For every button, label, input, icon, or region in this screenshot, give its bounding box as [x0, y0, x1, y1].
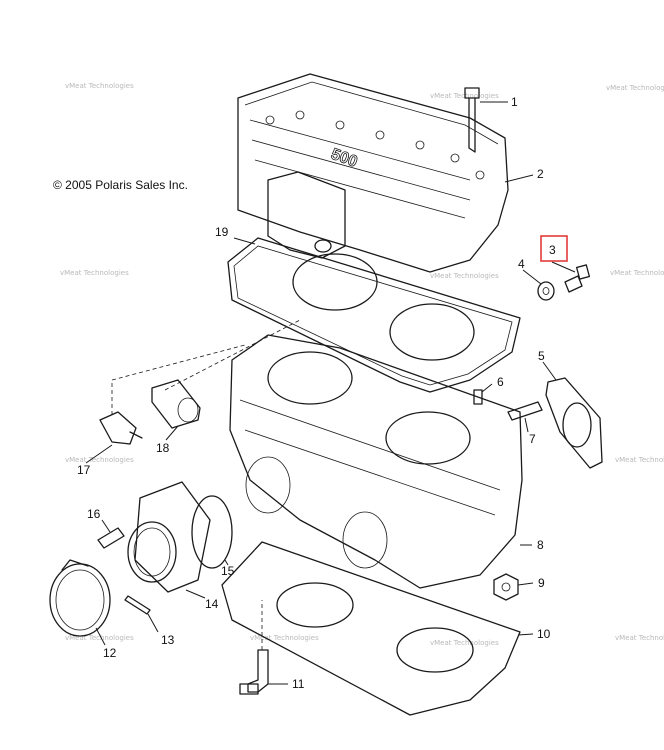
stud: [507, 401, 543, 421]
callout-18[interactable]: 18: [156, 441, 170, 455]
watermarks: vMeat Technologies vMeat Technologies vM…: [60, 82, 664, 647]
head-gasket: [227, 237, 521, 393]
watermark: vMeat Technologies: [615, 634, 664, 642]
callout-17[interactable]: 17: [77, 463, 91, 477]
callout-6[interactable]: 6: [497, 375, 504, 389]
callout-4[interactable]: 4: [518, 257, 525, 271]
callout-19[interactable]: 19: [215, 225, 229, 239]
callout-14[interactable]: 14: [205, 597, 219, 611]
temperature-sensor: [99, 411, 143, 445]
callout-8[interactable]: 8: [537, 538, 544, 552]
assembly-line: [164, 319, 301, 391]
callout-15[interactable]: 15: [221, 564, 235, 578]
clamp: [49, 559, 111, 637]
watermark: vMeat Technologies: [60, 269, 129, 277]
callout-11[interactable]: 11: [292, 677, 305, 691]
watermark: vMeat Technologies: [610, 269, 664, 277]
base-gasket: [221, 541, 521, 716]
head-bolt: [464, 87, 480, 153]
watermark: vMeat Technologies: [430, 639, 499, 647]
leader-lines: [85, 101, 576, 685]
socket-screw: [97, 527, 125, 549]
callout-13[interactable]: 13: [161, 633, 175, 647]
callout-1[interactable]: 1: [511, 95, 518, 109]
callout-7[interactable]: 7: [529, 432, 536, 446]
washer: [537, 281, 555, 301]
assembly-line: [111, 344, 246, 415]
callout-5[interactable]: 5: [538, 349, 545, 363]
exhaust-gasket: [545, 377, 603, 469]
cylinder-head-cover: 500: [237, 73, 509, 273]
callout-12[interactable]: 12: [103, 646, 117, 660]
elbow-fitting: [239, 649, 269, 695]
dowel-pin: [473, 389, 483, 405]
adapter-screw: [124, 595, 151, 615]
watermark: vMeat Technologies: [65, 634, 134, 642]
highlight-box: [540, 235, 568, 262]
screw: [564, 264, 591, 293]
callout-2[interactable]: 2: [537, 167, 544, 181]
watermark: vMeat Technologies: [250, 634, 319, 642]
callout-3[interactable]: 3: [549, 243, 556, 257]
watermark: vMeat Technologies: [615, 456, 664, 464]
sensor-sleeve: [151, 379, 201, 429]
callout-16[interactable]: 16: [87, 507, 101, 521]
watermark: vMeat Technologies: [606, 84, 664, 92]
copyright-notice: © 2005 Polaris Sales Inc.: [53, 178, 188, 192]
watermark: vMeat Technologies: [430, 272, 499, 280]
o-ring: [191, 495, 233, 569]
watermark: vMeat Technologies: [65, 82, 134, 90]
callout-9[interactable]: 9: [538, 576, 545, 590]
nut: [493, 573, 519, 601]
watermark: vMeat Technologies: [65, 456, 134, 464]
intake-adapter: [127, 481, 211, 593]
callout-numbers[interactable]: 1 2 3 4 5 6 7 8 9 10 11 12 13 14 15 16 1…: [77, 95, 556, 691]
callout-10[interactable]: 10: [537, 627, 551, 641]
engine-mark: 500: [329, 146, 360, 171]
cylinder: [229, 334, 523, 589]
